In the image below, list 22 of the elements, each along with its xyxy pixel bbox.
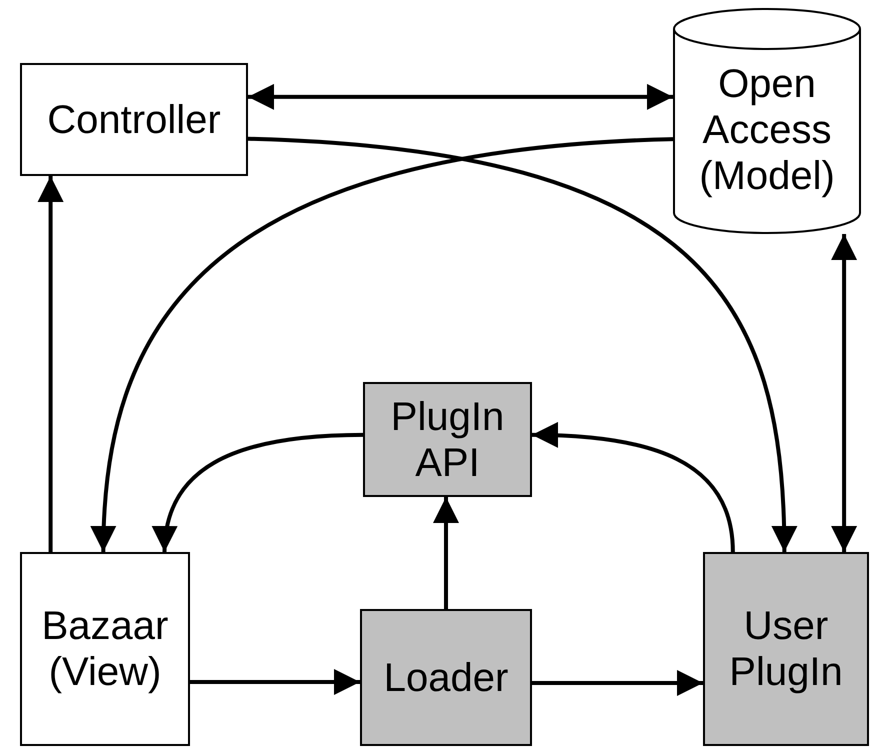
process-box (20, 552, 190, 746)
node-label: Bazaar (View) (40, 603, 170, 695)
arrow (154, 432, 364, 552)
node-label: PlugIn API (390, 394, 506, 486)
arrow (38, 176, 64, 552)
database-cylinder (673, 8, 861, 234)
arrow (831, 234, 858, 552)
process-box (703, 552, 869, 746)
arrow (248, 136, 797, 552)
arrow (91, 137, 674, 552)
node-label: User PlugIn (728, 603, 844, 695)
node-label: Loader (384, 654, 508, 700)
process-box (360, 609, 532, 746)
arrow (248, 84, 673, 110)
arrow (433, 497, 459, 609)
arrow (190, 668, 360, 695)
process-box (20, 63, 248, 176)
arrow (532, 670, 703, 696)
node-label: Controller (47, 96, 221, 142)
arrow (532, 422, 735, 552)
node-label: Open Access (Model) (698, 61, 836, 199)
process-box (363, 382, 532, 497)
